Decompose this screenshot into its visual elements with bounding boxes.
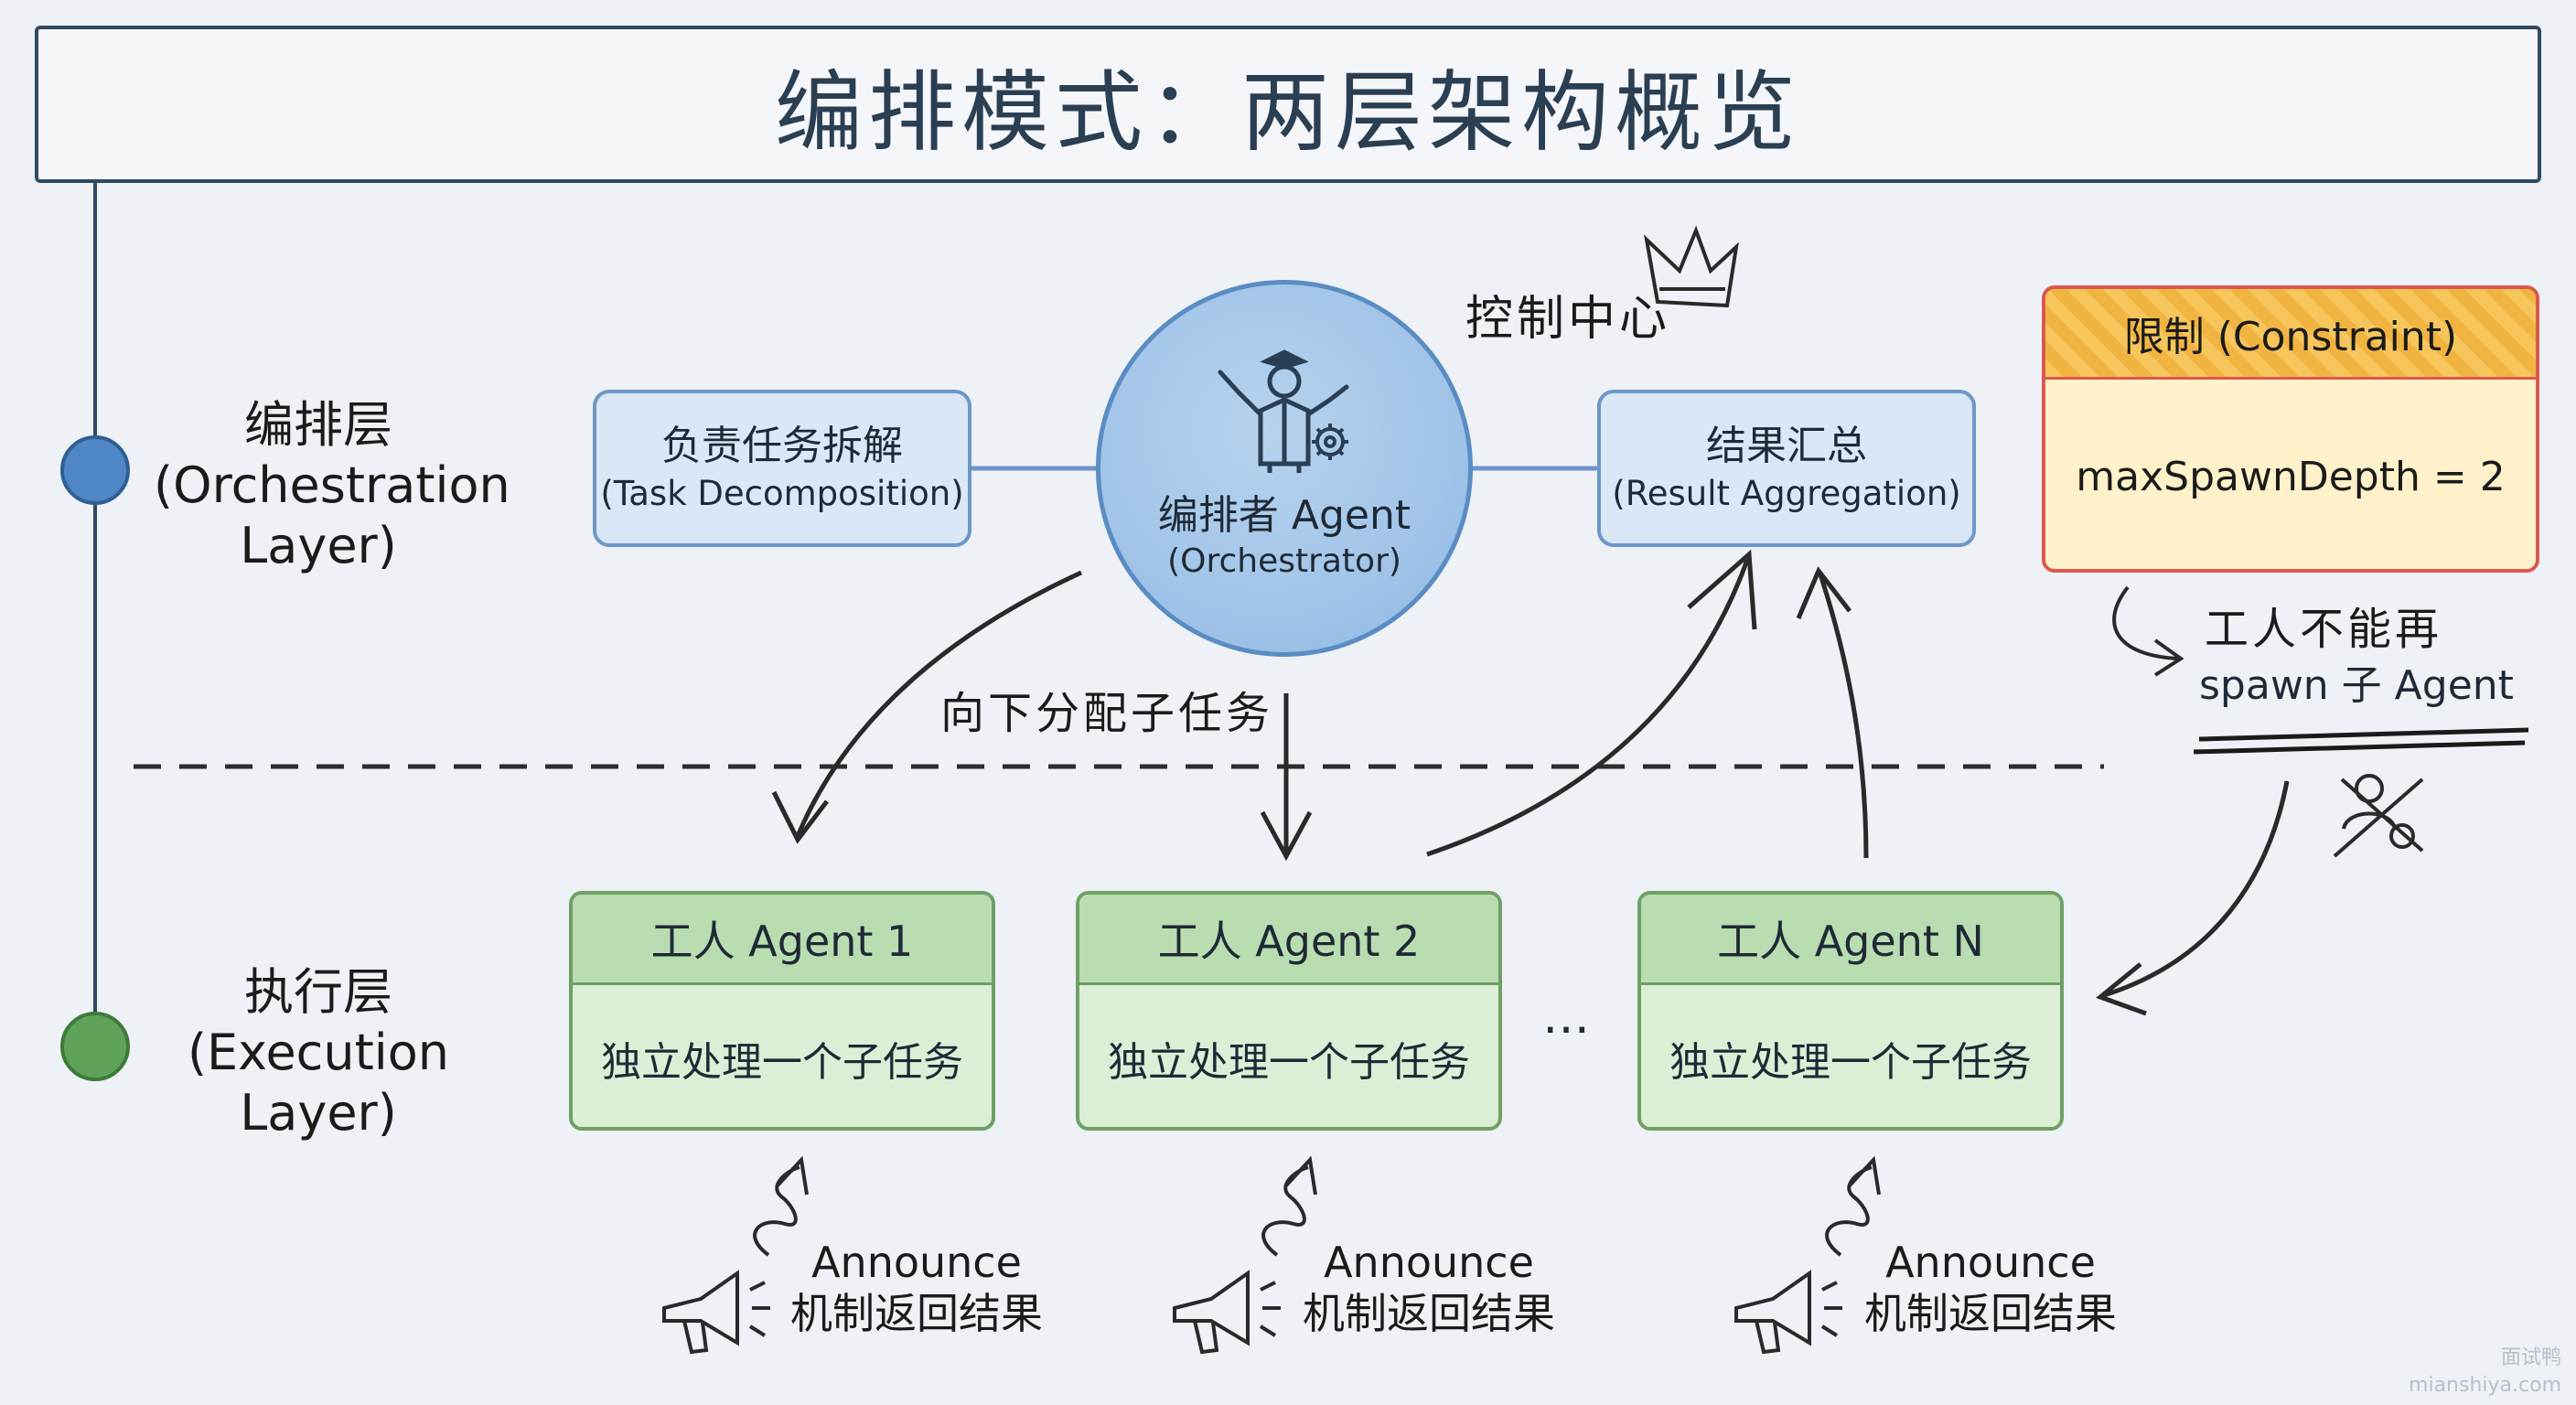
result-aggregation-cn: 结果汇总 xyxy=(1706,423,1867,469)
constraint-note: 工人不能再 spawn 子 Agent xyxy=(2199,600,2534,713)
worker-title: 工人 Agent N xyxy=(1641,895,2060,985)
announce-line2: 机制返回结果 xyxy=(790,1289,1043,1338)
conductor-gear-icon xyxy=(1218,349,1349,473)
announce-line1: Announce xyxy=(1324,1238,1534,1287)
announce-line1: Announce xyxy=(811,1238,1022,1287)
worker-body: 独立处理一个子任务 xyxy=(1108,1039,1470,1086)
assign-subtasks-label: 向下分配子任务 xyxy=(940,688,1274,739)
constraint-value: maxSpawnDepth = 2 xyxy=(2076,453,2506,500)
title-banner: 编排模式：两层架构概览 xyxy=(35,26,2541,183)
orchestration-layer-label: 编排层 (Orchestration Layer) xyxy=(154,395,510,576)
announce-label-2: Announce 机制返回结果 xyxy=(1264,1237,1594,1339)
announce-arrow-2 xyxy=(1261,1155,1317,1257)
worker-agent-1: 工人 Agent 1 独立处理一个子任务 xyxy=(569,891,995,1131)
task-decomposition-box: 负责任务拆解 (Task Decomposition) xyxy=(593,390,971,547)
announce-label-1: Announce 机制返回结果 xyxy=(752,1237,1081,1339)
watermark-line2: mianshiya.com xyxy=(2409,1374,2561,1397)
orchestration-layer-cn: 编排层 xyxy=(244,396,392,454)
worker-agent-2: 工人 Agent 2 独立处理一个子任务 xyxy=(1076,891,1502,1131)
constraint-to-worker-arrow xyxy=(2103,780,2290,998)
return-arrow-2 xyxy=(1818,574,1869,859)
worker-title: 工人 Agent 1 xyxy=(573,895,992,985)
task-decomposition-cn: 负责任务拆解 xyxy=(661,423,903,469)
announce-line1: Announce xyxy=(1885,1238,2096,1287)
worker-title: 工人 Agent 2 xyxy=(1079,895,1498,985)
constraint-title: 限制 (Constraint) xyxy=(2045,289,2536,380)
constraint-note-line2: spawn 子 Agent xyxy=(2199,662,2514,709)
worker-ellipsis: … xyxy=(1542,990,1590,1045)
announce-label-3: Announce 机制返回结果 xyxy=(1826,1237,2155,1339)
megaphone-icon xyxy=(1173,1270,1281,1355)
orchestrator-name: 编排者 Agent xyxy=(1157,492,1411,539)
announce-arrow-1 xyxy=(753,1155,809,1257)
page-title: 编排模式：两层架构概览 xyxy=(775,60,1801,164)
announce-line2: 机制返回结果 xyxy=(1303,1289,1555,1338)
worker-body: 独立处理一个子任务 xyxy=(601,1039,963,1086)
constraint-note-line1: 工人不能再 xyxy=(2205,604,2443,655)
constraint-curl-arrow xyxy=(2112,585,2178,660)
worker-agent-n: 工人 Agent N 独立处理一个子任务 xyxy=(1637,891,2064,1131)
return-arrow-1 xyxy=(1426,559,1750,857)
megaphone-icon xyxy=(662,1270,770,1355)
crown-icon xyxy=(1643,225,1739,308)
watermark: 面试鸭 mianshiya.com xyxy=(2378,1345,2561,1400)
result-aggregation-box: 结果汇总 (Result Aggregation) xyxy=(1597,390,1976,547)
task-decomposition-en: (Task Decomposition) xyxy=(600,474,964,513)
note-underline xyxy=(2193,727,2529,755)
orchestration-layer-en: (Orchestration Layer) xyxy=(154,456,510,574)
result-aggregation-en: (Result Aggregation) xyxy=(1612,474,1961,513)
assign-arrow-1 xyxy=(795,570,1083,837)
control-center-label: 控制中心 xyxy=(1465,292,1671,347)
orchestrator-node: 编排者 Agent (Orchestrator) xyxy=(1096,280,1473,657)
announce-line2: 机制返回结果 xyxy=(1864,1289,2117,1338)
execution-layer-label: 执行层 (Execution Layer) xyxy=(154,962,483,1143)
orchestration-layer-dot xyxy=(60,435,130,505)
no-spawn-icon xyxy=(2333,774,2424,858)
constraint-box: 限制 (Constraint) maxSpawnDepth = 2 xyxy=(2042,285,2539,573)
execution-layer-cn: 执行层 xyxy=(244,963,392,1021)
execution-layer-en: (Execution Layer) xyxy=(187,1024,450,1142)
worker-body: 独立处理一个子任务 xyxy=(1669,1039,2032,1086)
execution-layer-dot xyxy=(60,1012,130,1081)
orchestrator-sub: (Orchestrator) xyxy=(1167,542,1401,580)
announce-arrow-3 xyxy=(1825,1155,1881,1257)
megaphone-icon xyxy=(1734,1270,1842,1355)
watermark-line1: 面试鸭 xyxy=(2500,1346,2561,1369)
